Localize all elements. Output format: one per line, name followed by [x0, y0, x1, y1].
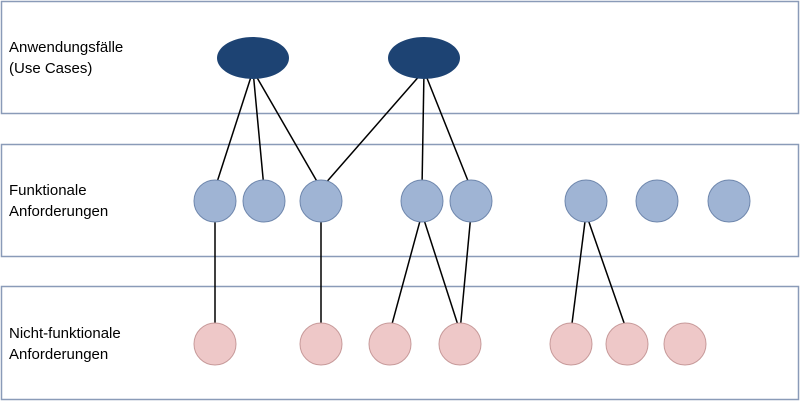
- band-use-cases: [0, 0, 800, 115]
- link-f6-n6: [585, 213, 628, 332]
- link-uc1-f1: [214, 70, 254, 189]
- functional-node-5: [449, 179, 493, 223]
- band-label-non-functional: Nicht-funktionale Anforderungen: [9, 325, 125, 363]
- non-functional-node-6: [605, 322, 649, 366]
- band-functional: [0, 143, 800, 258]
- functional-node-6: [564, 179, 608, 223]
- use-case-node-1: [217, 37, 289, 79]
- trace-links: [214, 70, 628, 332]
- link-f4-n3: [389, 213, 423, 332]
- non-functional-node-5: [549, 322, 593, 366]
- link-uc2-f4: [421, 70, 425, 189]
- functional-node-1: [193, 179, 237, 223]
- band-label-non-functional-line-2: Anforderungen: [9, 346, 108, 363]
- functional-node-3: [299, 179, 343, 223]
- non-functional-node-3: [368, 322, 412, 366]
- link-f4-n4: [421, 213, 461, 332]
- non-functional-node-1: [193, 322, 237, 366]
- link-uc2-f3: [320, 70, 425, 189]
- non-functional-node-4: [438, 322, 482, 366]
- link-uc1-f2: [252, 70, 265, 189]
- band-label-functional-line-2: Anforderungen: [9, 203, 108, 220]
- link-f6-n5: [570, 213, 587, 332]
- band-label-use-cases: Anwendungsfälle (Use Cases): [9, 39, 127, 77]
- band-label-functional: Funktionale Anforderungen: [9, 182, 108, 220]
- functional-node-7: [635, 179, 679, 223]
- link-uc1-f3: [252, 70, 322, 189]
- link-f5-n4: [459, 213, 472, 332]
- functional-node-2: [242, 179, 286, 223]
- functional-node-4: [400, 179, 444, 223]
- link-uc2-f5: [423, 70, 472, 189]
- non-functional-node-2: [299, 322, 343, 366]
- band-label-non-functional-line-1: Nicht-funktionale: [9, 325, 121, 342]
- band-non-functional: [0, 285, 800, 401]
- functional-node-8: [707, 179, 751, 223]
- use-case-node-2: [388, 37, 460, 79]
- band-label-functional-line-1: Funktionale: [9, 182, 87, 199]
- band-label-use-cases-line-1: Anwendungsfälle: [9, 39, 123, 56]
- non-functional-node-7: [663, 322, 707, 366]
- band-label-use-cases-line-2: (Use Cases): [9, 60, 92, 77]
